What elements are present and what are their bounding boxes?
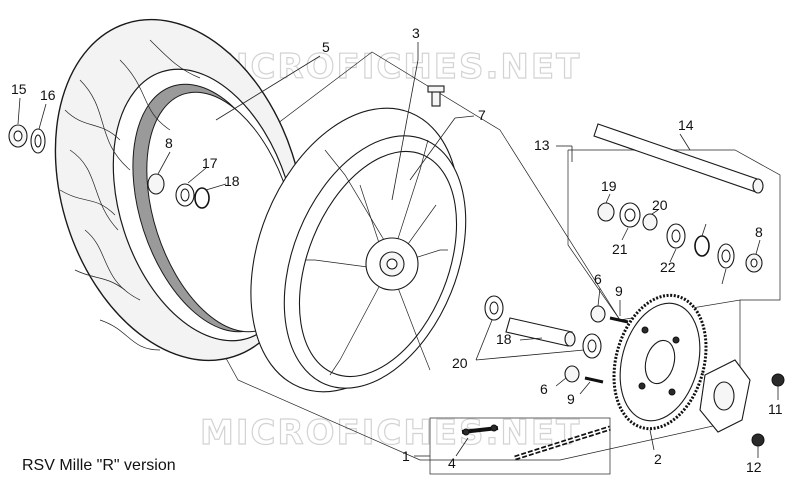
master-link-4 (461, 424, 499, 436)
bearing-15 (175, 183, 195, 207)
callout-14: 16 (40, 87, 56, 103)
callout-20-b: 22 (660, 259, 676, 275)
callout-17: 18 (224, 173, 240, 189)
bearing-8-left (147, 173, 165, 195)
chain-group-box (429, 417, 611, 475)
callout-9-a: 9 (615, 283, 623, 299)
bushings-6 (564, 305, 606, 383)
watermark-top: MICROFICHES.NET (200, 47, 581, 87)
seal-21 (717, 243, 735, 269)
spacer-16 (505, 317, 576, 347)
callout-3: 3 (412, 25, 420, 41)
callout-13: 15 (11, 81, 27, 97)
leader-lines (17, 42, 779, 458)
callout-19: 20 (452, 355, 468, 371)
callout-6-b: 6 (540, 381, 548, 397)
spacer-13 (8, 124, 28, 148)
callout-8-left: 8 (165, 135, 173, 151)
callout-8-right: 8 (755, 224, 763, 240)
wheel-rim (250, 107, 467, 393)
callout-12: 14 (678, 117, 694, 133)
callout-2: 2 (654, 451, 662, 467)
circlip-22 (694, 235, 710, 257)
chain-1 (514, 425, 611, 461)
bearings-20 (619, 202, 686, 249)
callout-16: 18 (496, 331, 512, 347)
callout-18-b: 20 (652, 197, 668, 213)
callout-1: 1 (402, 448, 410, 464)
bolts-9 (584, 316, 629, 384)
seal-14 (30, 128, 46, 154)
bearings-18 (597, 202, 658, 231)
callout-20-a: 21 (612, 241, 628, 257)
callout-5: 5 (322, 39, 330, 55)
spacer-8-right (745, 253, 763, 273)
callout-15: 17 (202, 155, 218, 171)
callout-4: 4 (448, 455, 456, 471)
sprocket-2 (612, 293, 708, 431)
rear-axle-12 (593, 123, 764, 194)
callout-7: 7 (478, 107, 486, 123)
screw-3 (427, 85, 445, 107)
callout-10-a: 11 (768, 401, 783, 417)
callouts: 3 5 7 15 16 8 17 18 14 13 19 20 21 22 8 … (11, 25, 783, 475)
circlip-17 (194, 187, 210, 209)
callout-10-b: 12 (746, 459, 762, 475)
spacer-19 (484, 295, 602, 359)
sprocket-carrier (699, 359, 751, 433)
callout-18-a: 19 (601, 178, 617, 194)
callout-9-b: 9 (567, 391, 575, 407)
diagram-caption: RSV Mille "R" version (22, 457, 176, 474)
callout-6-a: 6 (594, 271, 602, 287)
callout-11: 13 (534, 137, 550, 153)
